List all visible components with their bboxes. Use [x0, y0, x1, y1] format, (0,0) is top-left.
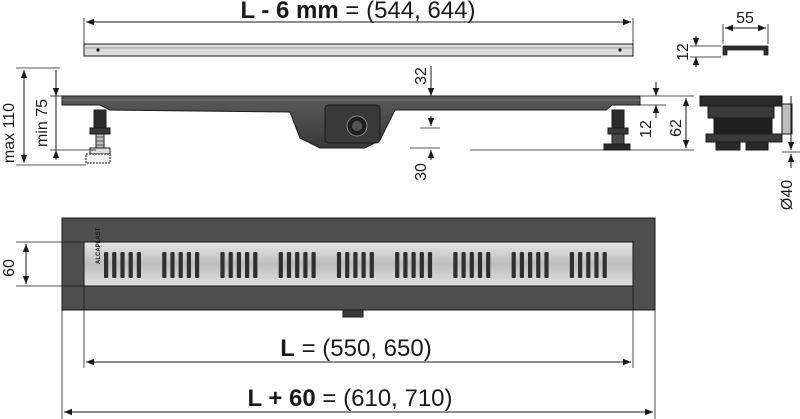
grate-profile-view: 55 12: [675, 10, 769, 67]
profile-width-label: 55: [736, 10, 754, 27]
grate-slot: [195, 252, 200, 278]
grate-slot: [345, 252, 350, 278]
height-62-label: 62: [668, 119, 685, 137]
grate-slot: [286, 252, 292, 278]
profile-height-label: 12: [675, 43, 692, 61]
grate-slot: [469, 252, 474, 278]
grate-slot: [486, 252, 491, 278]
grate-slot: [353, 252, 358, 278]
left-adjustable-foot: [85, 109, 111, 164]
grate-slot: [236, 252, 241, 278]
depth-30-label: 30: [413, 163, 430, 181]
grate-slot: [120, 252, 125, 278]
grate-profile-shape: [722, 45, 769, 56]
grate-slot: [411, 252, 416, 278]
length-L60-label: L + 60 = (610, 710): [247, 385, 452, 412]
grate-slot: [170, 252, 175, 278]
grate-slot: [511, 252, 516, 278]
grate-slot: [220, 252, 225, 278]
depth-32-label: 32: [413, 67, 430, 85]
grate-slot: [104, 252, 109, 278]
grate-length-label: L - 6 mm = (544, 644): [240, 0, 475, 24]
grate-slot: [461, 252, 466, 278]
brand-text: ALCAPLAST: [96, 227, 102, 264]
grate-slot: [419, 252, 424, 278]
grate-slot: [303, 252, 308, 278]
grate-slot: [569, 252, 574, 278]
flange-12-label: 12: [638, 120, 655, 138]
grate-slot: [536, 252, 541, 278]
top-view-60-label: 60: [1, 259, 18, 277]
length-L60-dimension: L + 60 = (610, 710): [61, 310, 656, 419]
grate-slot: [311, 252, 316, 278]
length-L-dimension: L = (550, 650): [83, 286, 634, 368]
pipe-diameter-label: Ø40: [779, 180, 796, 210]
grate-slot: [602, 252, 607, 278]
grate-slot: [519, 252, 524, 278]
grate-slot: [178, 252, 183, 278]
grate-slot: [544, 252, 549, 278]
grate-slot: [295, 252, 300, 278]
grate-slot: [369, 252, 374, 278]
channel-side-view: max 110 min 75 32 30 12 62: [1, 66, 694, 181]
length-L-label: L = (550, 650): [280, 335, 431, 362]
grate-slots: [104, 252, 607, 278]
grate-slot: [253, 252, 258, 278]
outlet-tab: [342, 309, 364, 318]
grate-slot: [136, 252, 141, 278]
grate-slot: [186, 252, 191, 278]
grate-slot: [112, 252, 117, 278]
max-height-label: max 110: [1, 103, 18, 163]
grate-slot: [395, 252, 400, 278]
grate-slot: [162, 252, 167, 278]
grate-slot: [453, 252, 458, 278]
min-height-label: min 75: [34, 99, 51, 147]
grate-slot: [361, 252, 366, 278]
grate-slot: [477, 252, 483, 278]
grate-slot: [427, 252, 433, 278]
grate-slot: [594, 252, 599, 278]
grate-slot: [578, 252, 583, 278]
grate-slot: [245, 252, 250, 278]
grate-slot: [128, 252, 133, 278]
grate-slot: [403, 252, 408, 278]
grate-plate: [83, 241, 634, 287]
grate-bar: [83, 43, 634, 57]
grate-slot: [278, 252, 283, 278]
grate-slot: [586, 252, 591, 278]
grate-slot: [336, 252, 342, 278]
grate-slot: [228, 252, 233, 278]
grate-length-dimension: L - 6 mm = (544, 644): [83, 0, 634, 44]
channel-end-view: Ø40: [699, 95, 800, 210]
right-adjustable-foot: [603, 109, 631, 151]
channel-top-view: ALCAPLAST 60: [1, 217, 656, 318]
grate-slot: [528, 252, 533, 278]
